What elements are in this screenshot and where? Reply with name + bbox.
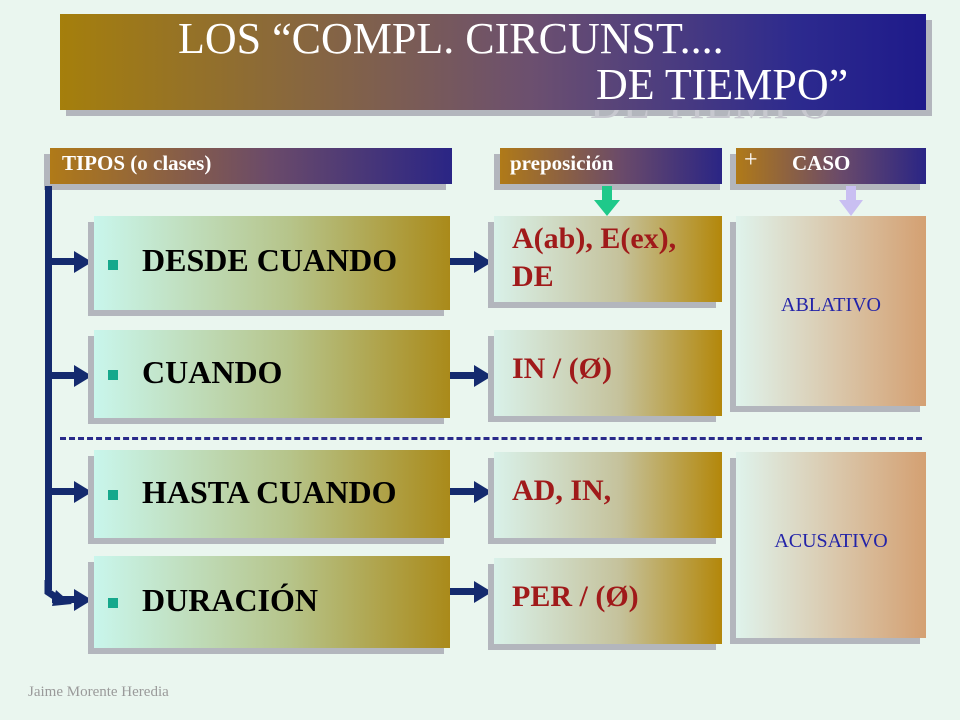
preposition-box-hasta-cuando: AD, IN, bbox=[494, 452, 722, 538]
dashed-separator bbox=[60, 437, 922, 440]
bullet-icon bbox=[108, 370, 118, 380]
arrow-right-icon bbox=[450, 581, 492, 603]
type-label: HASTA CUANDO bbox=[142, 474, 397, 510]
title-line-1: LOS “COMPL. CIRCUNST.... bbox=[178, 14, 724, 63]
arrow-right-icon bbox=[52, 481, 92, 503]
connector-vertical-line bbox=[45, 186, 52, 590]
preposition-box-cuando: IN / (Ø) bbox=[494, 330, 722, 416]
preposition-line-1: A(ab), E(ex), bbox=[512, 222, 677, 255]
plus-sign: + bbox=[744, 147, 758, 173]
header-tipos: TIPOS (o clases) bbox=[50, 148, 452, 184]
case-box-ablativo: ABLATIVO bbox=[736, 216, 926, 406]
preposition-line-1: IN / (Ø) bbox=[512, 352, 612, 385]
header-caso-label: CASO bbox=[792, 151, 851, 175]
slide-title: LOS “COMPL. CIRCUNST.... DE TIEMPO” bbox=[60, 14, 926, 110]
type-box-cuando: CUANDO bbox=[94, 330, 450, 418]
type-label: CUANDO bbox=[142, 354, 283, 390]
arrow-right-icon bbox=[450, 481, 492, 503]
header-caso: + CASO bbox=[736, 147, 926, 184]
arrow-right-icon bbox=[450, 365, 492, 387]
preposition-box-duracion: PER / (Ø) bbox=[494, 558, 722, 644]
preposition-line-2: DE bbox=[512, 260, 554, 293]
preposition-line-1: PER / (Ø) bbox=[512, 580, 639, 613]
bullet-icon bbox=[108, 490, 118, 500]
green-down-arrow-icon bbox=[594, 186, 620, 216]
preposition-box-desde-cuando: A(ab), E(ex), DE bbox=[494, 216, 722, 302]
arrow-right-icon bbox=[52, 365, 92, 387]
arrow-right-icon bbox=[52, 589, 92, 611]
bullet-icon bbox=[108, 598, 118, 608]
case-label-ablativo: ABLATIVO bbox=[781, 294, 881, 316]
header-tipos-label: TIPOS (o clases) bbox=[62, 151, 212, 175]
type-box-hasta-cuando: HASTA CUANDO bbox=[94, 450, 450, 538]
header-preposicion: preposición bbox=[500, 148, 722, 184]
type-label: DURACIÓN bbox=[142, 582, 318, 618]
type-box-duracion: DURACIÓN bbox=[94, 556, 450, 648]
arrow-right-icon bbox=[52, 251, 92, 273]
arrow-right-icon bbox=[450, 251, 492, 273]
lavender-down-arrow-icon bbox=[839, 186, 863, 216]
author-credit: Jaime Morente Heredia bbox=[28, 684, 169, 700]
header-preposicion-label: preposición bbox=[510, 151, 614, 175]
preposition-line-1: AD, IN, bbox=[512, 474, 612, 507]
type-label: DESDE CUANDO bbox=[142, 242, 398, 278]
bullet-icon bbox=[108, 260, 118, 270]
case-label-acusativo: ACUSATIVO bbox=[774, 530, 888, 552]
title-line-2: DE TIEMPO” bbox=[596, 60, 849, 109]
case-box-acusativo: ACUSATIVO bbox=[736, 452, 926, 638]
type-box-desde-cuando: DESDE CUANDO bbox=[94, 216, 450, 310]
